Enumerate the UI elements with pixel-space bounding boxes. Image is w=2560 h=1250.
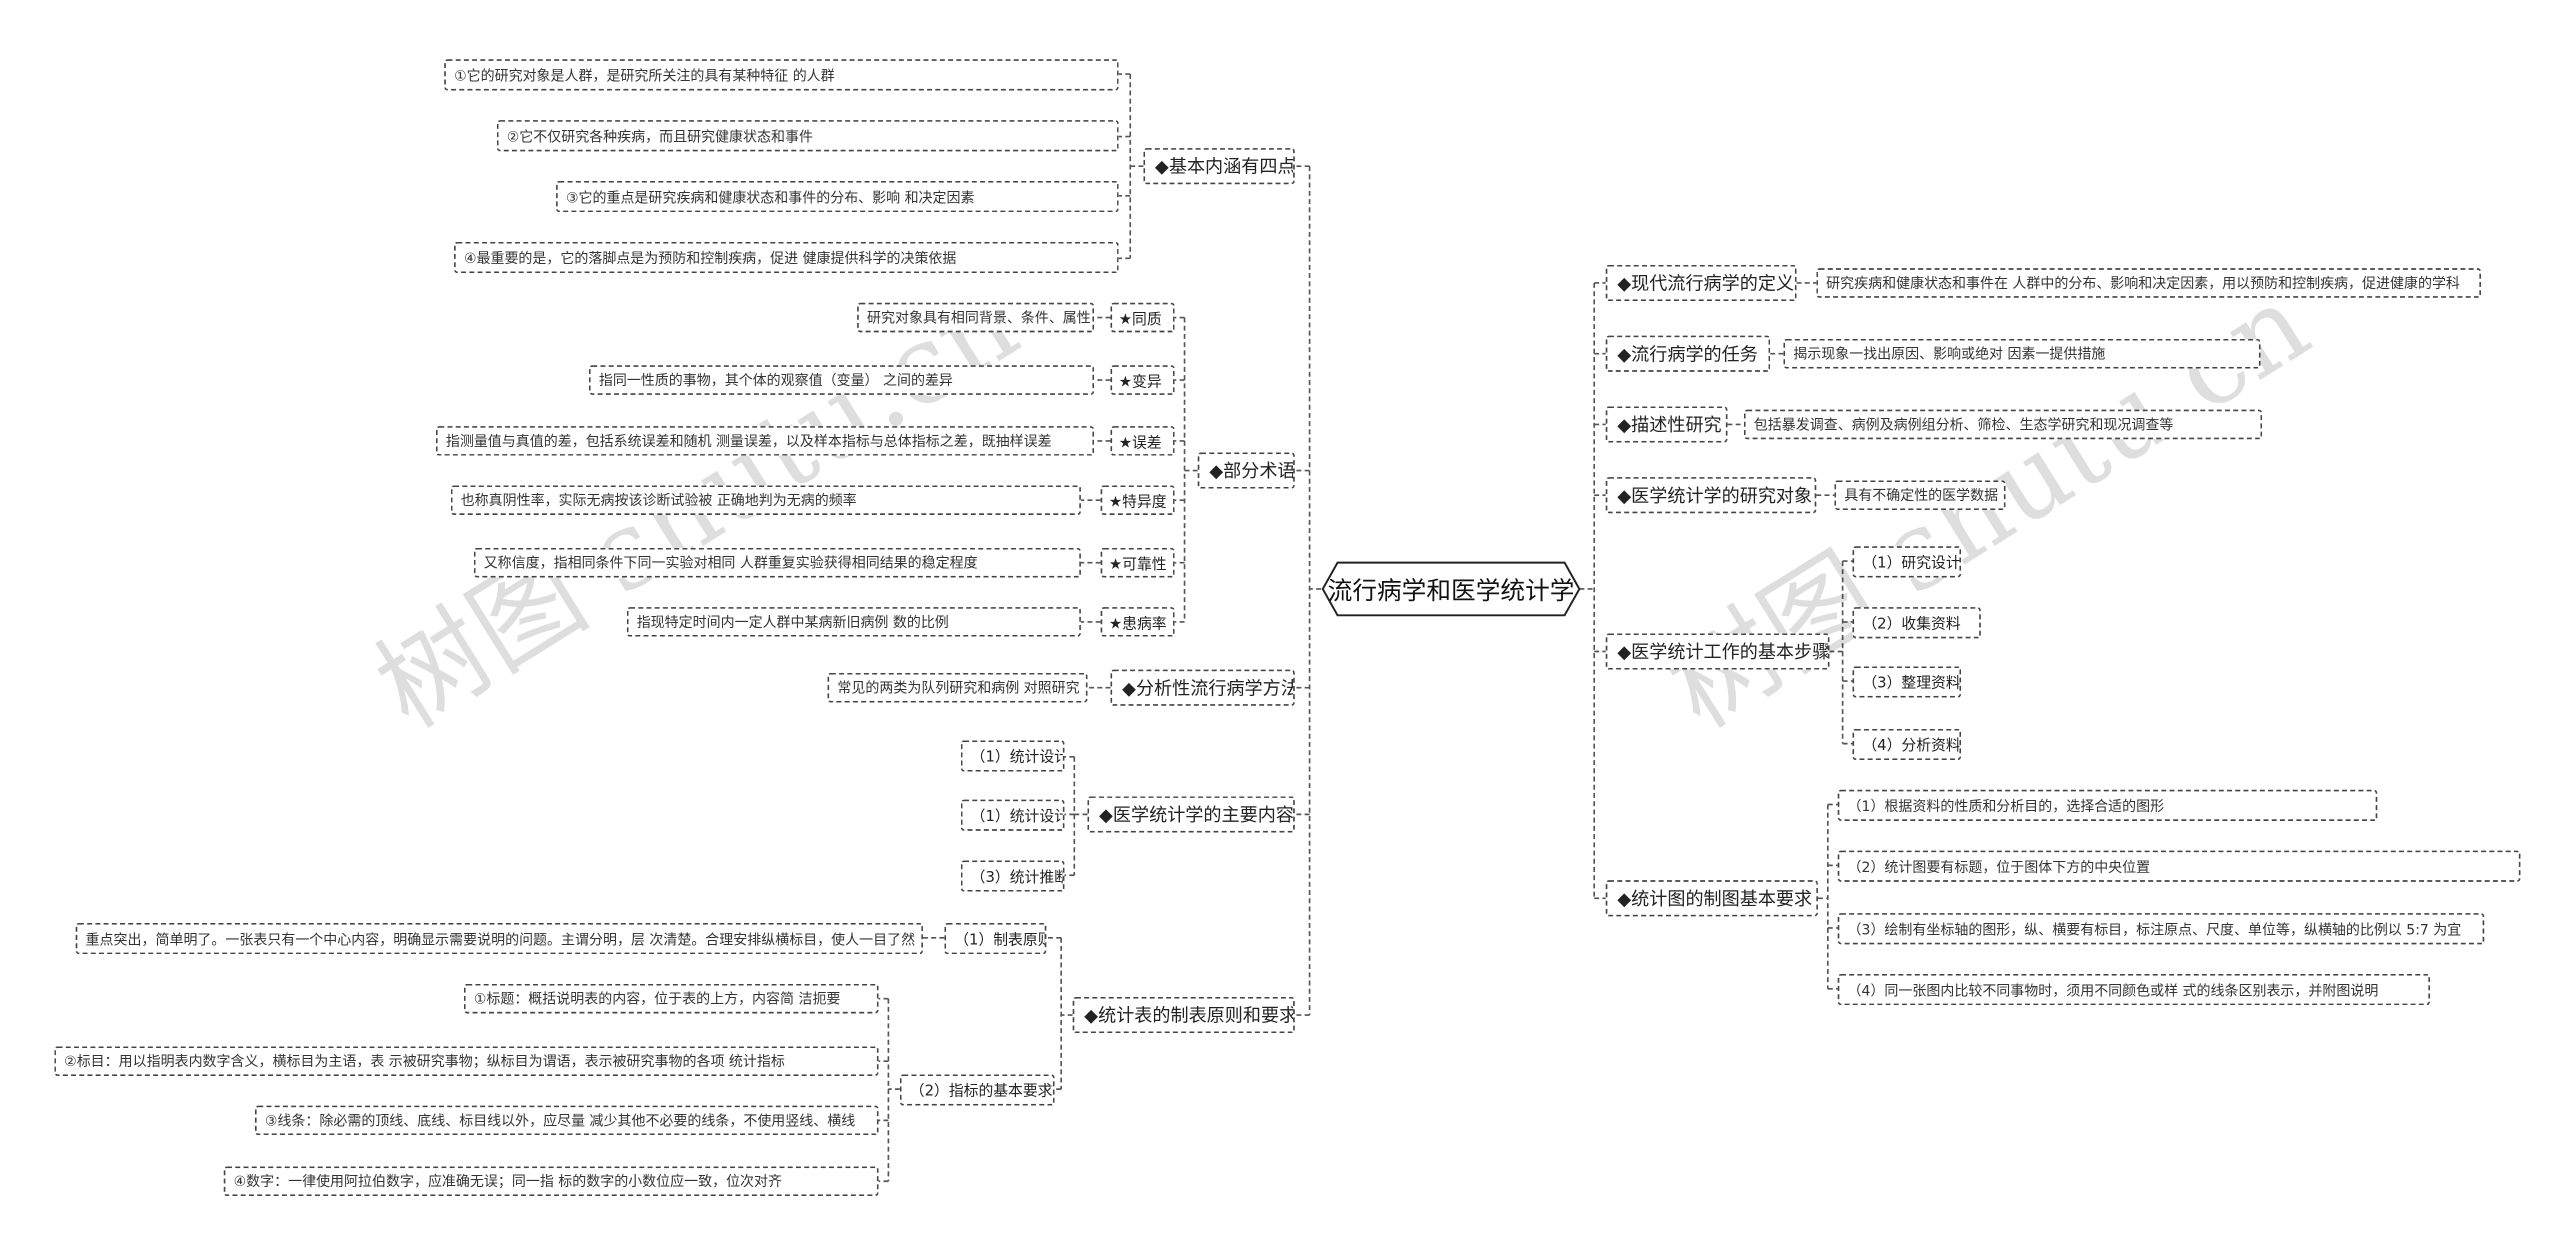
requirement-headings[interactable]: ②标目：用以指明表内数字含义，横标目为主语，表 示被研究事物；纵标目为谓语，表示… [54, 1046, 879, 1076]
term-homogeneity-desc[interactable]: 研究对象具有相同背景、条件、属性 [857, 302, 1095, 333]
term-prevalence[interactable]: ★患病率 [1100, 607, 1175, 637]
four-points-item-3[interactable]: ③它的重点是研究疾病和健康状态和事件的分布、影响 和决定因素 [556, 180, 1119, 213]
branch-table-rules[interactable]: ◆统计表的制表原则和要求 [1072, 996, 1295, 1034]
term-variation-desc[interactable]: 指同一性质的事物，其个体的观察值（变量） 之间的差异 [588, 365, 1095, 395]
term-error-desc[interactable]: 指测量值与真值的差，包括系统误差和随机 测量误差，以及样本指标与总体指标之差，既… [435, 426, 1095, 456]
chart-req-1[interactable]: （1）根据资料的性质和分析目的，选择合适的图形 [1837, 789, 2378, 821]
term-variation[interactable]: ★变异 [1110, 365, 1175, 395]
root-node-shape [1321, 561, 1581, 617]
requirement-lines[interactable]: ③线条：除必需的顶线、底线、标目线以外，应尽量 减少其他不必要的线条，不使用竖线… [255, 1105, 879, 1136]
chart-req-2[interactable]: （2）统计图要有标题，位于图体下方的中央位置 [1837, 850, 2521, 882]
branch-stat-steps[interactable]: ◆医学统计工作的基本步骤 [1605, 633, 1830, 670]
table-principle[interactable]: （1）制表原则 [944, 922, 1047, 955]
term-specificity[interactable]: ★特异度 [1100, 485, 1175, 515]
stat-content-item-2[interactable]: （1）统计设计 [960, 799, 1065, 831]
branch-task[interactable]: ◆流行病学的任务 [1605, 335, 1771, 372]
four-points-item-1[interactable]: ①它的研究对象是人群，是研究所关注的具有某种特征 的人群 [444, 59, 1119, 91]
branch-four-points[interactable]: ◆基本内涵有四点 [1143, 148, 1295, 185]
term-prevalence-desc[interactable]: 指现特定时间内一定人群中某病新旧病例 数的比例 [626, 607, 1081, 637]
term-homogeneity[interactable]: ★同质 [1110, 302, 1175, 333]
step-4[interactable]: （4）分析资料 [1852, 728, 1962, 761]
four-points-item-4[interactable]: ④最重要的是，它的落脚点是为预防和控制疾病，促进 健康提供科学的决策依据 [454, 241, 1119, 274]
term-error[interactable]: ★误差 [1110, 426, 1175, 456]
root-node[interactable]: 流行病学和医学统计学 [1327, 574, 1575, 605]
branch-chart-requirements[interactable]: ◆统计图的制图基本要求 [1605, 880, 1818, 917]
stat-content-item-1[interactable]: （1）统计设计 [960, 740, 1065, 772]
branch-stat-content[interactable]: ◆医学统计学的主要内容 [1087, 796, 1295, 833]
branch-analytic[interactable]: ◆分析性流行病学方法 [1110, 669, 1295, 706]
chart-req-4[interactable]: （4）同一张图内比较不同事物时，须用不同颜色或样 式的线条区别表示，并附图说明 [1837, 973, 2430, 1006]
term-reliability-desc[interactable]: 又称信度，指相同条件下同一实验对相同 人群重复实验获得相同结果的稳定程度 [473, 547, 1081, 578]
table-requirements[interactable]: （2）指标的基本要求 [899, 1074, 1055, 1106]
branch-terms[interactable]: ◆部分术语 [1197, 452, 1295, 489]
descriptive-desc[interactable]: 包括暴发调查、病例及病例组分析、筛检、生态学研究和现况调查等 [1743, 409, 2263, 440]
stat-content-item-3[interactable]: （3）统计推断 [960, 860, 1065, 892]
branch-modern-definition[interactable]: ◆现代流行病学的定义 [1605, 264, 1797, 302]
table-principle-desc[interactable]: 重点突出，简单明了。一张表只有一个中心内容，明确显示需要说明的问题。主谓分明，层… [75, 922, 923, 955]
modern-definition-desc[interactable]: 研究疾病和健康状态和事件在 人群中的分布、影响和决定因素，用以预防和控制疾病，促… [1816, 268, 2481, 298]
requirement-numbers[interactable]: ④数字：一律使用阿拉伯数字，应准确无误；同一指 标的数字的小数位应一致，位次对齐 [223, 1166, 879, 1197]
term-specificity-desc[interactable]: 也称真阴性率，实际无病按该诊断试验被 正确地判为无病的频率 [450, 485, 1081, 515]
term-reliability[interactable]: ★可靠性 [1100, 547, 1175, 578]
branch-stat-object[interactable]: ◆医学统计学的研究对象 [1605, 477, 1817, 514]
requirement-title[interactable]: ①标题：概括说明表的内容，位于表的上方，内容简 洁扼要 [463, 983, 879, 1014]
stat-object-desc[interactable]: 具有不确定性的医学数据 [1834, 480, 2006, 511]
chart-req-3[interactable]: （3）绘制有坐标轴的图形，纵、横要有标目，标注原点、尺度、单位等，纵横轴的比例以… [1837, 913, 2485, 945]
step-2[interactable]: （2）收集资料 [1852, 607, 1981, 639]
analytic-desc[interactable]: 常见的两类为队列研究和病例 对照研究 [827, 672, 1088, 703]
branch-descriptive[interactable]: ◆描述性研究 [1605, 406, 1728, 443]
step-3[interactable]: （3）整理资料 [1852, 666, 1962, 698]
task-desc[interactable]: 揭示现象一找出原因、影响或绝对 因素一提供措施 [1783, 338, 2261, 369]
four-points-item-2[interactable]: ②它不仅研究各种疾病，而且研究健康状态和事件 [496, 120, 1119, 152]
step-1[interactable]: （1）研究设计 [1852, 546, 1962, 578]
